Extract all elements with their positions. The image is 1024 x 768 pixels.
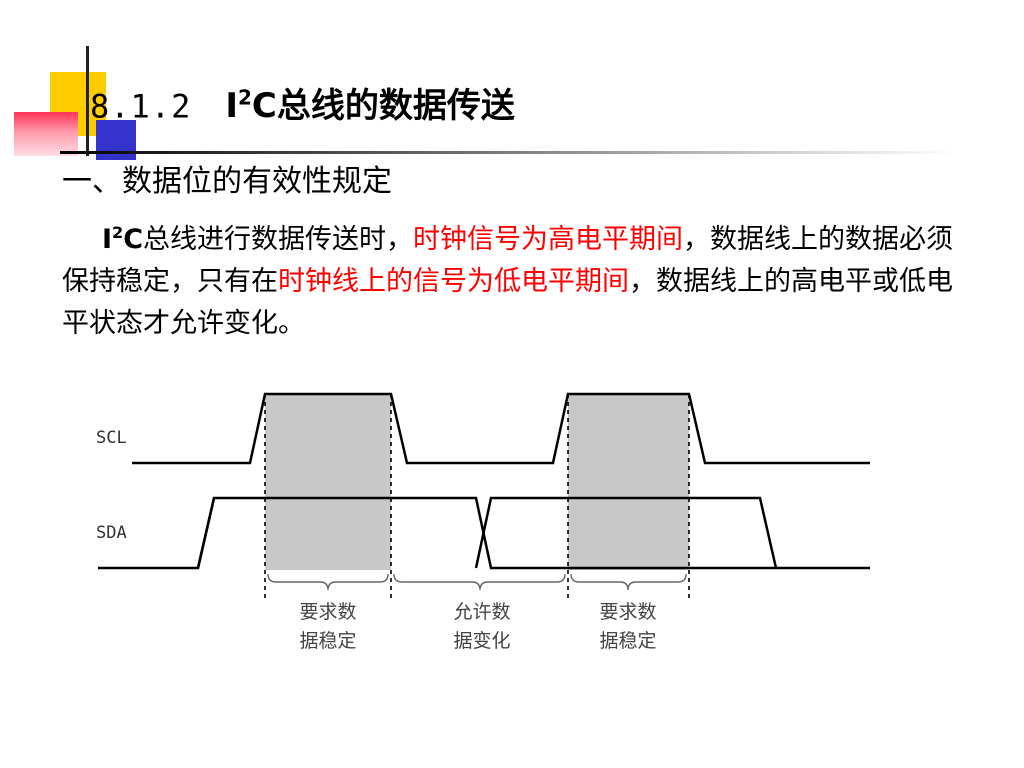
sda-edge (196, 497, 216, 569)
brace (393, 573, 566, 591)
annotation-stable-1-line2: 据稳定 (299, 630, 356, 652)
sda-waveform-low (98, 496, 870, 570)
body-i2c-prefix: I (102, 224, 113, 255)
body-seg5: ，数据线上的高电平或低电平状态才允许变化。 (62, 266, 953, 339)
annotation-stable-2-line1: 要求数 (599, 601, 656, 623)
annotation-change-line1: 允许数 (453, 601, 510, 623)
body-seg1: 总线进行数据传送时， (143, 224, 414, 255)
scl-waveform (132, 392, 870, 465)
scl-label: SCL (96, 428, 127, 448)
body-i2c: I2C (102, 223, 144, 255)
stable-region-shade (265, 394, 391, 570)
body-emphasis-clock-low: 时钟线上的信号为低电平期间 (278, 266, 629, 297)
title-name-prefix: I (225, 86, 238, 127)
title-superscript: 2 (237, 86, 252, 110)
sda-label: SDA (96, 523, 127, 543)
title-number: 8.1.2 (90, 87, 192, 126)
decor-vertical-line (86, 46, 89, 156)
title-underline (60, 151, 960, 154)
sda-waveform-high (474, 496, 778, 569)
body-i2c-rest: C (123, 224, 144, 255)
stable-region-shade (568, 394, 689, 570)
body-seg3: ，数据线上的数据必须保持稳定，只有在 (62, 224, 954, 297)
annotation-change-line2: 据变化 (453, 630, 510, 652)
body-i2c-superscript: 2 (112, 223, 124, 242)
slide-title: 8.1.2 I2C总线的数据传送 (90, 72, 515, 132)
title-name-rest: C总线的数据传送 (251, 86, 515, 127)
title-name: I2C总线的数据传送 (225, 86, 515, 126)
brace (267, 573, 389, 591)
annotation-stable-1-line1: 要求数 (299, 601, 356, 623)
annotation-stable-2-line2: 据稳定 (599, 630, 656, 652)
section-heading: 一、数据位的有效性规定 (62, 164, 392, 199)
body-paragraph: I2C总线进行数据传送时，时钟信号为高电平期间，数据线上的数据必须保持稳定，只有… (62, 212, 962, 345)
body-emphasis-clock-high: 时钟信号为高电平期间 (413, 224, 684, 255)
decor-red-square (14, 112, 78, 156)
brace (570, 573, 687, 591)
